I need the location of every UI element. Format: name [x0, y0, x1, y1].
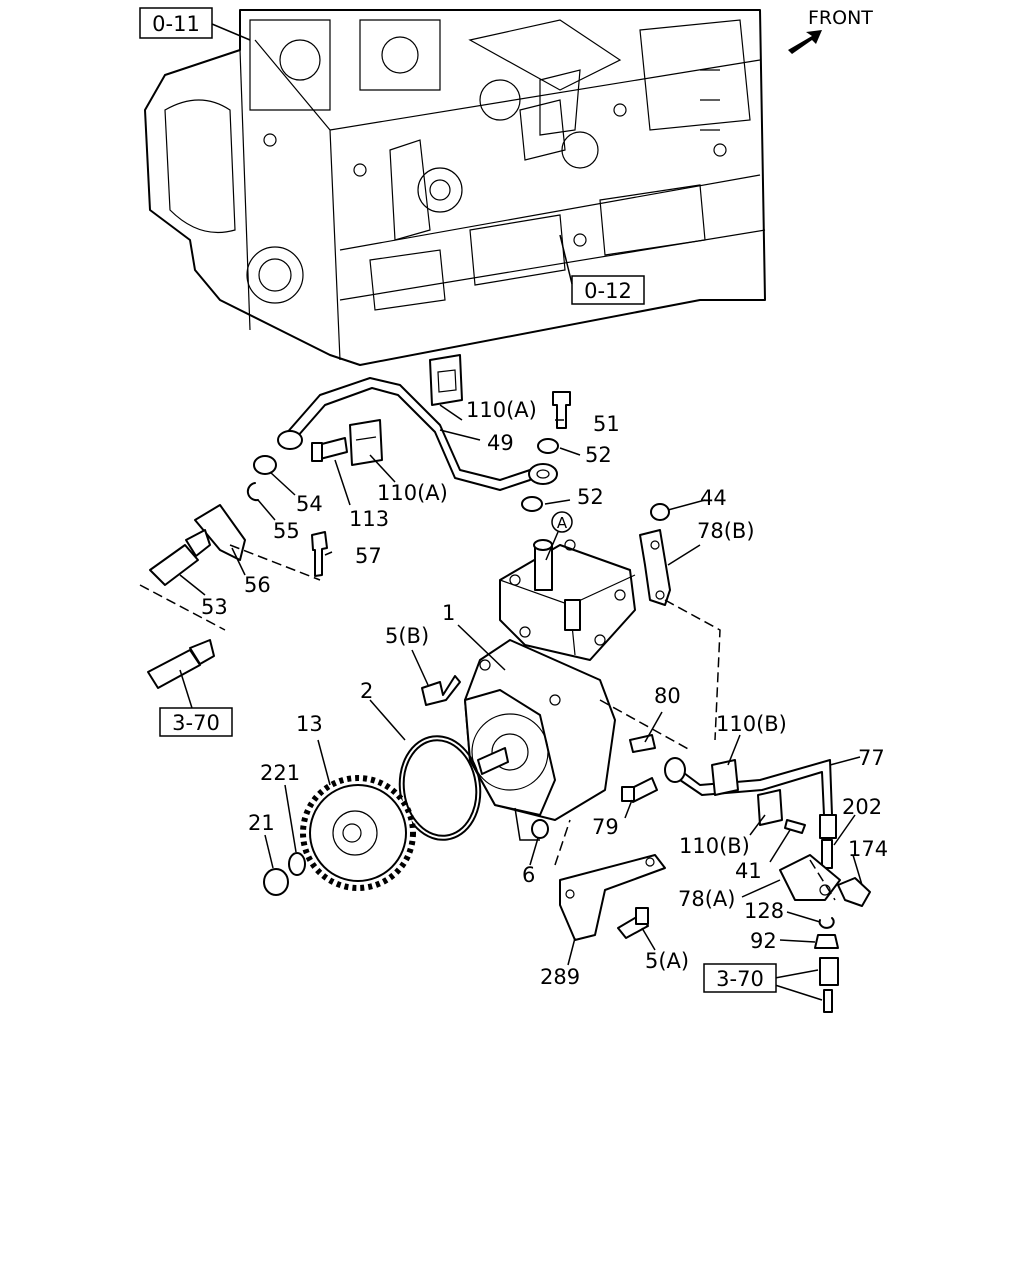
circled-a-marker: [551, 511, 573, 533]
svg-text:A: A: [557, 514, 568, 532]
washer-52-lower: [521, 496, 543, 512]
svg-text:3-70: 3-70: [716, 967, 764, 991]
callout-labels: 110(A) 51 49 52 110(A) 52 54 113 55 57 5…: [201, 398, 888, 989]
label-110b: 110(B): [679, 834, 750, 858]
bolt-41: [784, 819, 806, 834]
label-52: 52: [585, 443, 612, 467]
bolt-5b: [421, 675, 461, 706]
nut-54: [253, 455, 277, 475]
clamp-110a-upper: [429, 354, 463, 406]
label-57: 57: [355, 544, 382, 568]
o-ring-2: [398, 735, 482, 841]
front-label: FRONT: [808, 7, 873, 29]
label-110a: 110(A): [377, 481, 448, 505]
label-92: 92: [750, 929, 777, 953]
nut-44: [650, 503, 670, 521]
svg-text:0-12: 0-12: [584, 279, 632, 303]
label-6: 6: [522, 863, 535, 887]
engine-block: [144, 9, 766, 366]
label-128: 128: [744, 899, 784, 923]
clamp-110a-lower: [349, 419, 383, 466]
nut-6: [531, 819, 549, 839]
fitting-202: [821, 839, 833, 869]
label-21: 21: [248, 811, 275, 835]
ref-box-0-11[interactable]: 0-11: [139, 7, 213, 39]
ref-box-3-70-right[interactable]: 3-70: [703, 963, 777, 993]
connector-3-70-right: [819, 957, 839, 986]
label-13: 13: [296, 712, 323, 736]
svg-text:0-11: 0-11: [152, 12, 200, 36]
fuel-line-49: [277, 377, 558, 491]
label-110b: 110(B): [716, 712, 787, 736]
bolt-174: [837, 877, 871, 907]
label-110a: 110(A): [466, 398, 537, 422]
label-44: 44: [700, 486, 727, 510]
label-49: 49: [487, 431, 514, 455]
connector-3-70-left: [147, 649, 201, 689]
label-5b: 5(B): [385, 624, 429, 648]
label-78b: 78(B): [697, 519, 755, 543]
nut-21: [263, 868, 289, 896]
bolt-51: [552, 391, 571, 429]
label-78a: 78(A): [678, 887, 735, 911]
bracket-289: [559, 854, 666, 941]
ring-55: [246, 482, 259, 502]
label-56: 56: [244, 573, 271, 597]
bracket-80: [629, 734, 656, 753]
washer-52-upper: [537, 438, 559, 454]
label-1: 1: [442, 601, 455, 625]
label-77: 77: [858, 746, 885, 770]
label-2: 2: [360, 679, 373, 703]
label-55: 55: [273, 519, 300, 543]
label-202: 202: [842, 795, 882, 819]
svg-text:3-70: 3-70: [172, 711, 220, 735]
nut-92: [814, 934, 839, 949]
label-80: 80: [654, 684, 681, 708]
label-289: 289: [540, 965, 580, 989]
label-51: 51: [593, 412, 620, 436]
label-79: 79: [592, 815, 619, 839]
bracket-78b: [639, 529, 671, 606]
label-53: 53: [201, 595, 228, 619]
injection-pump: [464, 539, 636, 821]
label-221: 221: [260, 761, 300, 785]
fuel-return-line-77: [664, 757, 837, 839]
label-52: 52: [577, 485, 604, 509]
front-arrow-icon: [788, 30, 822, 54]
clip-128: [818, 917, 835, 929]
washer-221: [288, 852, 306, 876]
bolt-57: [311, 531, 328, 577]
sensor-53: [149, 544, 199, 586]
ref-box-3-70-left[interactable]: 3-70: [159, 707, 233, 737]
label-54: 54: [296, 492, 323, 516]
label-5a: 5(A): [645, 949, 689, 973]
label-113: 113: [349, 507, 389, 531]
ref-box-0-12[interactable]: 0-12: [571, 275, 645, 305]
leader-lines: [179, 404, 863, 1001]
bracket-78a: [779, 854, 841, 901]
gear-13: [300, 775, 416, 891]
label-174: 174: [848, 837, 888, 861]
clamp-110b-upper: [711, 759, 739, 796]
label-41: 41: [735, 859, 762, 883]
